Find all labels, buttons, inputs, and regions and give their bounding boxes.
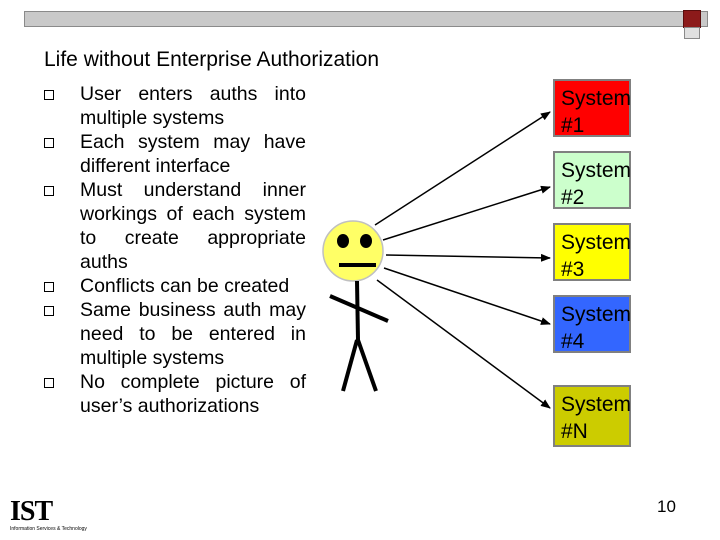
arms <box>329 294 389 323</box>
hollow-square-bullet-icon <box>44 90 54 100</box>
slide-corner-tab <box>684 27 700 39</box>
arrow-to-system-1 <box>374 111 551 226</box>
arrows <box>374 111 551 409</box>
bullet-item: Must understand inner workings of each s… <box>44 178 306 274</box>
smiley-face-icon <box>322 220 384 282</box>
bullet-item: Each system may have different interface <box>44 130 306 178</box>
hollow-square-bullet-icon <box>44 378 54 388</box>
bullet-item: No complete picture of user’s authorizat… <box>44 370 306 418</box>
hollow-square-bullet-icon <box>44 138 54 148</box>
slide-top-bar <box>24 11 708 27</box>
ist-logo: IST Information Services & Technology <box>10 496 87 533</box>
system-box-3: System #3 <box>553 223 631 281</box>
right-eye <box>360 234 372 248</box>
right-leg <box>356 339 378 392</box>
hollow-square-bullet-icon <box>44 282 54 292</box>
system-box-4: System #4 <box>553 295 631 353</box>
body <box>355 280 360 341</box>
bullet-item: Conflicts can be created <box>44 274 306 298</box>
logo-text: IST <box>10 496 53 527</box>
page-number: 10 <box>657 497 676 516</box>
bullet-list: User enters auths into multiple systems … <box>44 82 306 418</box>
left-leg <box>341 339 359 392</box>
arrow-to-system-2 <box>382 185 551 241</box>
arrow-to-system-3 <box>385 253 551 262</box>
arrow-to-system-4 <box>383 267 551 325</box>
system-box-1: System #1 <box>553 79 631 137</box>
bullet-item: User enters auths into multiple systems <box>44 82 306 130</box>
logo-subtitle: Information Services & Technology <box>10 526 87 532</box>
system-box-2: System #2 <box>553 151 631 209</box>
system-box-n: System #N <box>553 385 631 447</box>
hollow-square-bullet-icon <box>44 186 54 196</box>
left-eye <box>337 234 349 248</box>
hollow-square-bullet-icon <box>44 306 54 316</box>
bullet-item: Same business auth may need to be entere… <box>44 298 306 370</box>
arrow-to-system-n <box>376 279 551 409</box>
slide-title: Life without Enterprise Authorization <box>44 48 380 71</box>
stick-figure <box>322 220 389 392</box>
